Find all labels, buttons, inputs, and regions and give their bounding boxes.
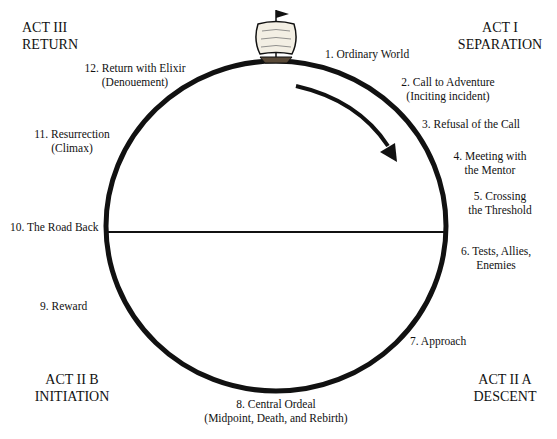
stage-label-box: 8. Central Ordeal (Midpoint, Death, and … [204, 398, 347, 426]
stage-label: 1. Ordinary World [325, 48, 409, 62]
act-label-box: ACT II A DESCENT [474, 372, 537, 406]
stage-label-box: 7. Approach [410, 335, 466, 349]
stage-label-box: 3. Refusal of the Call [422, 118, 520, 132]
direction-arrow [296, 86, 388, 146]
stage-label-box: 2. Call to Adventure (Inciting incident) [401, 76, 494, 104]
stage-label: 5. Crossing the Threshold [468, 190, 531, 218]
stage-label-box: 12. Return with Elixir (Denouement) [85, 62, 186, 90]
act-label-box: ACT III RETURN [22, 20, 78, 54]
act-label: ACT III RETURN [22, 20, 78, 54]
act-label: ACT I SEPARATION [458, 20, 542, 54]
act-label: ACT II A DESCENT [474, 372, 537, 406]
stage-label: 6. Tests, Allies, Enemies [461, 245, 531, 273]
stage-label-box: 1. Ordinary World [325, 48, 409, 62]
stage-label: 2. Call to Adventure (Inciting incident) [401, 76, 494, 104]
stage-label-box: 11. Resurrection (Climax) [34, 128, 110, 156]
stage-label: 9. Reward [40, 300, 87, 314]
act-label-box: ACT II B INITIATION [35, 372, 110, 406]
stage-label-box: 6. Tests, Allies, Enemies [461, 245, 531, 273]
journey-circle-outline [106, 61, 446, 391]
stage-label: 7. Approach [410, 335, 466, 349]
stage-label-box: 10. The Road Back [10, 221, 99, 235]
divider-line [107, 231, 445, 233]
act-label-box: ACT I SEPARATION [458, 20, 542, 54]
stage-label-box: 4. Meeting with the Mentor [453, 150, 526, 178]
stage-label: 12. Return with Elixir (Denouement) [85, 62, 186, 90]
stage-label: 10. The Road Back [10, 221, 99, 235]
stage-label: 4. Meeting with the Mentor [453, 150, 526, 178]
stage-label: 11. Resurrection (Climax) [34, 128, 110, 156]
stage-label: 3. Refusal of the Call [422, 118, 520, 132]
ship-icon [256, 10, 296, 63]
stage-label-box: 5. Crossing the Threshold [468, 190, 531, 218]
stage-label-box: 9. Reward [40, 300, 87, 314]
stage-label: 8. Central Ordeal (Midpoint, Death, and … [204, 398, 347, 426]
direction-arrowhead [380, 143, 397, 162]
act-label: ACT II B INITIATION [35, 372, 110, 406]
